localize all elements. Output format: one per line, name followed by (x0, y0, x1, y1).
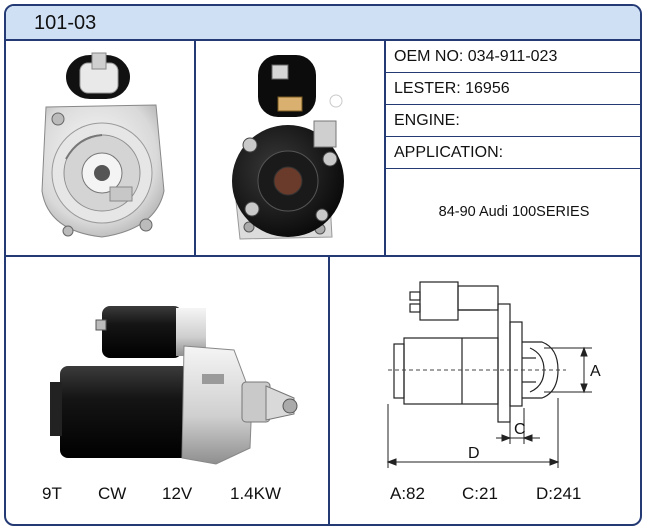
divider (194, 39, 196, 256)
spec-teeth: 9T (42, 484, 62, 503)
spec-power: 1.4KW (230, 484, 282, 503)
spec-dim-d: D:241 (536, 484, 582, 503)
divider (384, 39, 386, 256)
application-label: APPLICATION: (386, 137, 640, 169)
spec-sheet: 101-03 (4, 4, 642, 526)
lester-number: LESTER: 16956 (386, 73, 640, 105)
oem-number: OEM NO: 034-911-023 (386, 41, 640, 73)
dimension-drawing: A C D (330, 258, 640, 476)
starter-rear-photo (6, 41, 194, 255)
dim-label-d: D (468, 445, 480, 462)
divider (328, 256, 330, 524)
starter-front-photo (196, 41, 384, 255)
application-value: 84-90 Audi 100SERIES (438, 204, 590, 220)
spec-dim-a: A:82 (390, 484, 425, 503)
starter-side-photo (6, 258, 326, 476)
watermark: 豆包AI生成 (550, 504, 622, 519)
divider (6, 255, 640, 257)
spec-rotation: CW (98, 484, 127, 503)
part-code: 101-03 (34, 12, 97, 34)
engine-field: ENGINE: (386, 105, 640, 137)
spec-voltage: 12V (162, 484, 193, 503)
spec-dim-c: C:21 (462, 484, 498, 503)
dim-label-a: A (590, 363, 601, 380)
title-bar: 101-03 (6, 6, 640, 41)
dim-label-c: C (514, 421, 526, 438)
